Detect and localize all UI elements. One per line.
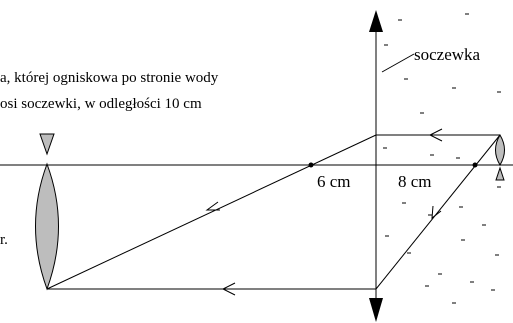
problem-text-line-1: a, której ogniskowa po stronie wody [0, 70, 219, 86]
arrow-bottom-left-icon [221, 282, 236, 296]
left-lens-top-cap [39, 133, 55, 156]
left-lens [35, 133, 59, 291]
arrow-diagonal-left-icon [205, 201, 220, 211]
arrow-diagonal-right-icon [431, 205, 442, 220]
ray-left-diagonal [46, 134, 377, 290]
stray-text-fragment: r. [0, 232, 8, 248]
right-lens-bottom-cap [495, 166, 505, 181]
left-lens-body [35, 162, 59, 291]
lens-label-leader [381, 53, 415, 73]
distance-label-6cm: 6 cm [317, 172, 351, 191]
focal-point-right [472, 162, 478, 168]
focal-point-left [308, 162, 314, 168]
light-rays [46, 134, 501, 290]
lens-bottom-arrow-icon [369, 298, 383, 322]
water-region [383, 13, 501, 304]
ray-right-diagonal [375, 134, 501, 290]
main-lens [369, 10, 383, 322]
right-lens-body [495, 134, 505, 166]
problem-text-line-2: osi soczewki, w odległości 10 cm [0, 96, 202, 112]
lens-top-arrow-icon [369, 10, 383, 32]
arrow-top-left-icon [428, 128, 443, 142]
distance-label-8cm: 8 cm [398, 172, 432, 191]
right-small-lens [495, 134, 505, 181]
lens-label: soczewka [414, 45, 481, 64]
ray-arrows [205, 128, 443, 296]
